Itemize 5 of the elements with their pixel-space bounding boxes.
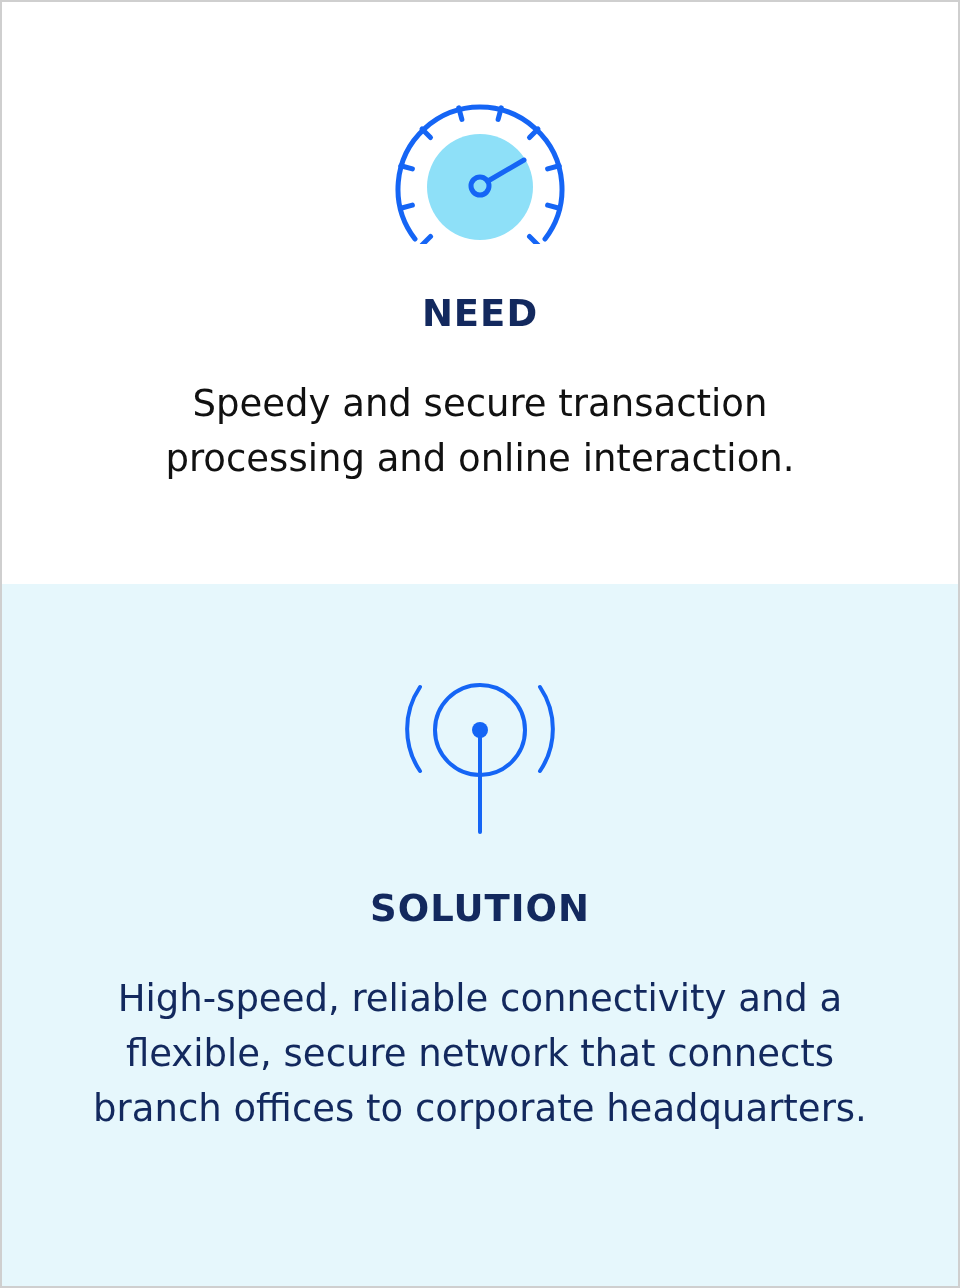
section-description: High-speed, reliable connectivity and a flexible, secure network that connects branch offices to corporate headquarters. (92, 976, 868, 1132)
section-heading: NEED (420, 292, 540, 335)
section-panel (2, 584, 958, 1286)
section-heading: SOLUTION (369, 887, 591, 930)
section-description: Speedy and secure transaction processing and online interaction. (164, 381, 796, 482)
